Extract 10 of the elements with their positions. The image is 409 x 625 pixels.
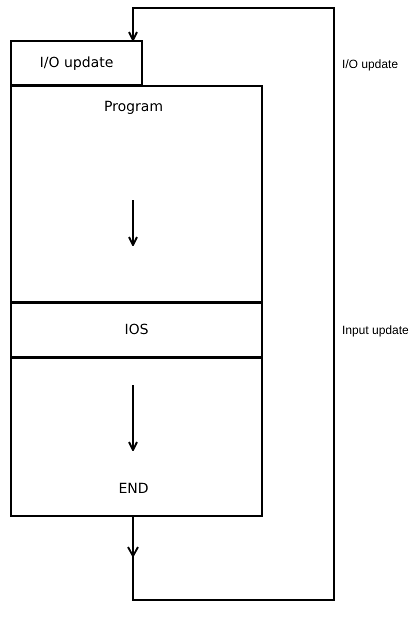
end-section (10, 357, 263, 517)
program-section (10, 85, 263, 303)
ios-band (10, 302, 263, 358)
section-label: END (118, 481, 149, 497)
phase-label: Input update (342, 323, 409, 337)
section-label: Program (104, 99, 164, 115)
tab-box (10, 40, 143, 86)
section-label: IOS (124, 322, 149, 338)
phase-label: I/O update (342, 57, 398, 71)
section-label: I/O update (40, 55, 114, 71)
